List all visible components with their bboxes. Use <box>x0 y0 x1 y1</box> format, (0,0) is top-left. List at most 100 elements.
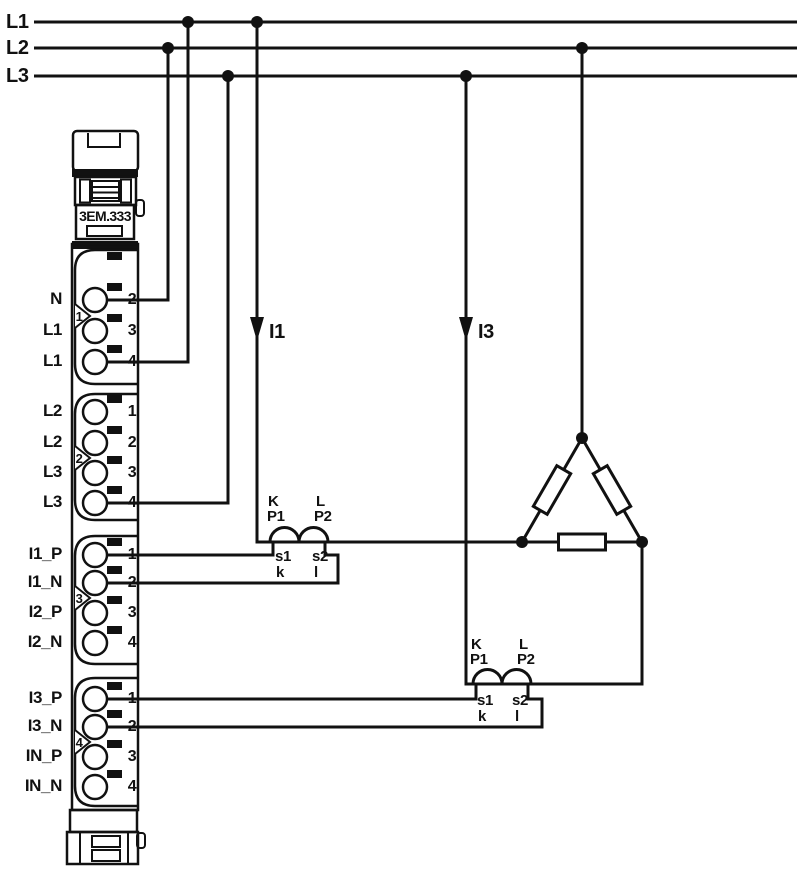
wire-i1-primary <box>255 22 522 544</box>
terminal-module <box>65 129 146 866</box>
terminal-num: 1 <box>127 546 137 563</box>
current-transformer-3 <box>100 668 544 729</box>
terminal-num: 2 <box>127 434 137 451</box>
foot-slot-1 <box>91 835 121 848</box>
resistor-left <box>531 463 573 517</box>
module-label-slot <box>86 225 123 237</box>
arrowhead-i1 <box>250 317 264 341</box>
ct1-label-L: L <box>316 493 325 510</box>
module-label-box <box>74 203 136 241</box>
ct3-label-s1: s1 <box>477 692 493 709</box>
terminal-label-inp: IN_P <box>25 746 63 765</box>
group-marker-3 <box>74 585 92 611</box>
foot-lines <box>79 832 129 864</box>
ct1-label-k: k <box>276 564 284 581</box>
ct3-label-P2: P2 <box>517 651 535 668</box>
group-marker-2 <box>74 445 92 471</box>
terminal-label-l1b: L1 <box>42 351 62 370</box>
ct3-humps <box>471 668 533 685</box>
resistor-bottom <box>557 532 607 552</box>
ct3-label-k: k <box>478 708 486 725</box>
voltage-tap-wires <box>100 22 230 505</box>
terminal-num: 3 <box>127 748 137 765</box>
ct3-s2-wire <box>100 684 544 729</box>
module-bottom-cap <box>68 808 139 834</box>
terminal-num: 4 <box>127 353 137 370</box>
terminal-label-i1p: I1_P <box>28 544 63 563</box>
ct3-label-s2: s2 <box>512 692 528 709</box>
module-top-cap <box>71 129 140 173</box>
phase-label-l3: L3 <box>6 65 29 87</box>
current-transformer-1 <box>100 526 340 585</box>
phase-bus-lines <box>34 20 797 78</box>
terminal-label-l1a: L1 <box>42 320 62 339</box>
ct3-label-l: l <box>515 708 519 725</box>
latch-stripes <box>92 186 119 199</box>
terminal-label-inn: IN_N <box>24 776 63 795</box>
terminal-label-i2p: I2_P <box>28 602 63 621</box>
ct1-label-s2: s2 <box>312 548 328 565</box>
junction-dots <box>162 16 648 548</box>
current-arrowheads <box>250 317 473 341</box>
wire-l1-to-l1 <box>100 22 190 364</box>
terminal-label-i1n: I1_N <box>27 572 63 591</box>
ct1-s1-wire <box>100 542 275 557</box>
wire-l3-to-l3 <box>100 76 230 505</box>
terminal-label-l3a: L3 <box>42 462 62 481</box>
ct3-label-K: K <box>471 636 482 653</box>
module-top-notch <box>87 133 121 148</box>
terminal-num: 3 <box>127 464 137 481</box>
group-marker-4 <box>74 729 92 755</box>
terminal-num: 4 <box>127 778 137 795</box>
ct3-s1-wire <box>100 684 478 701</box>
terminal-label-i3n: I3_N <box>27 716 63 735</box>
terminal-num: 4 <box>127 634 137 651</box>
terminal-label-l2b: L2 <box>42 432 62 451</box>
terminal-num: 3 <box>127 604 137 621</box>
terminal-label-i3p: I3_P <box>28 688 63 707</box>
terminal-label-n: N <box>50 289 62 308</box>
foot-side-tab <box>136 832 146 849</box>
latch-right-rail <box>120 178 132 204</box>
ct1-s2-wire <box>100 542 340 585</box>
ct1-humps <box>268 526 330 543</box>
wire-i3-primary <box>464 76 644 686</box>
foot-slot-2 <box>91 849 121 862</box>
group-number-4: 4 <box>75 735 83 750</box>
module-type-label: 3EM.333 <box>79 208 131 224</box>
terminal-num: 3 <box>127 322 137 339</box>
wire-l2-to-n <box>100 48 170 302</box>
latch-left-rail <box>79 178 91 204</box>
group-number-1: 1 <box>75 309 83 324</box>
terminal-num: 1 <box>127 690 137 707</box>
current-path-wires <box>255 22 644 686</box>
ct3-label-P1: P1 <box>470 651 488 668</box>
group-number-3: 3 <box>75 591 83 606</box>
phase-label-l2: L2 <box>6 37 29 59</box>
clamp-slots <box>107 252 122 778</box>
current-label-i3: I3 <box>478 321 494 343</box>
ct1-label-P2: P2 <box>314 508 332 525</box>
terminal-num: 4 <box>127 494 137 511</box>
current-label-i1: I1 <box>269 321 285 343</box>
delta-edges <box>519 434 645 544</box>
module-side-tab <box>135 199 145 217</box>
resistor-right <box>591 463 633 517</box>
ct1-label-l: l <box>314 564 318 581</box>
group-marker-1 <box>74 303 92 329</box>
delta-load <box>519 434 645 552</box>
terminal-num: 2 <box>127 574 137 591</box>
terminal-num: 2 <box>127 291 137 308</box>
terminal-num: 1 <box>127 403 137 420</box>
terminal-num: 2 <box>127 718 137 735</box>
ct1-label-P1: P1 <box>267 508 285 525</box>
terminal-circles <box>81 286 109 801</box>
phase-label-l1: L1 <box>6 11 29 33</box>
terminal-label-l3b: L3 <box>42 492 62 511</box>
terminal-label-i2n: I2_N <box>27 632 63 651</box>
arrowhead-i3 <box>459 317 473 341</box>
terminal-label-l2a: L2 <box>42 401 62 420</box>
module-band <box>72 169 138 177</box>
ct1-label-s1: s1 <box>275 548 291 565</box>
group-number-2: 2 <box>75 451 83 466</box>
